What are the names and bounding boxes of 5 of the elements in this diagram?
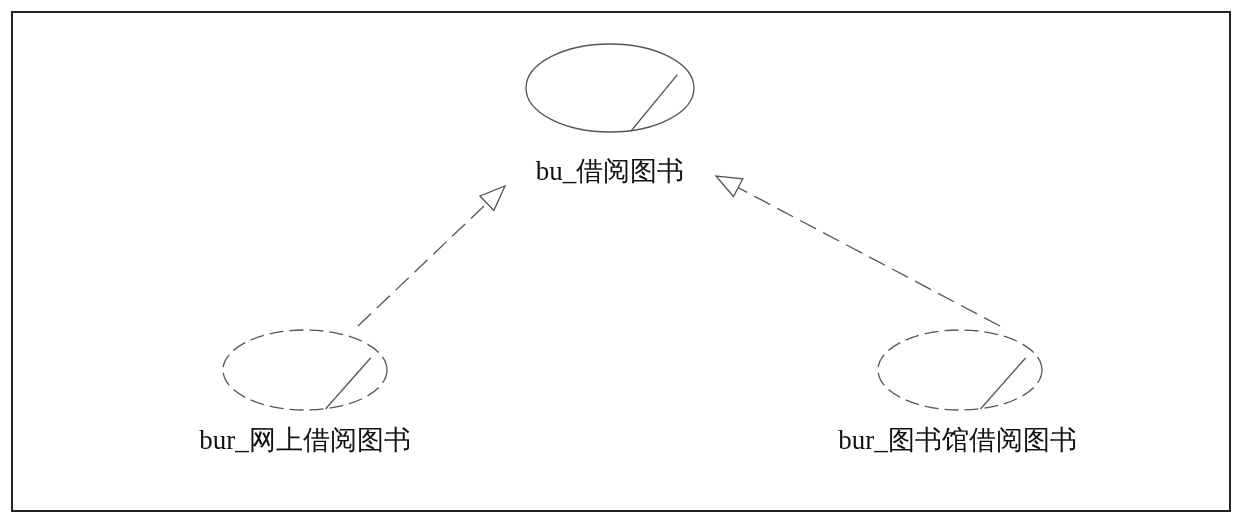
- generalization-arrow: [357, 185, 506, 327]
- use-case-name: bur_图书馆借阅图书: [837, 424, 1078, 457]
- use-case-name: bur_网上借阅图书: [198, 424, 412, 457]
- use-case-name: bu_借阅图书: [534, 155, 686, 188]
- generalization-arrow: [715, 175, 1001, 327]
